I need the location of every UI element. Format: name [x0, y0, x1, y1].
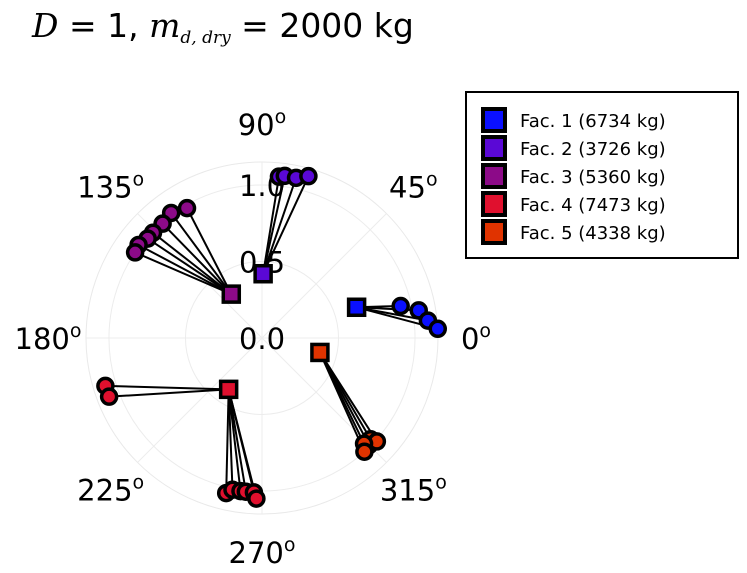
angle-tick-label-225: 225o	[77, 471, 144, 507]
series-3-line-3	[161, 222, 232, 295]
series-2-line-2	[262, 175, 286, 274]
series-3-line-1	[186, 207, 233, 295]
title-eq2: = 2000 kg	[230, 6, 414, 45]
series-3-line-5	[147, 237, 232, 295]
series-2-point-4	[299, 166, 318, 186]
legend-swatch-3	[481, 163, 507, 189]
angle-tick-label-90: 90o	[238, 106, 287, 142]
title-math-m: m	[149, 6, 181, 45]
legend-label-5: Fac. 5 (4338 kg)	[520, 223, 666, 244]
legend-swatch-1	[481, 107, 507, 133]
series-4-line-2	[109, 388, 229, 398]
angle-tick-label-270: 270o	[229, 534, 296, 570]
series-3-point-1	[177, 198, 197, 218]
legend-swatch-5	[481, 219, 507, 245]
series-4-facility	[218, 379, 239, 400]
series-3-facility	[221, 284, 242, 304]
series-5-line-5	[319, 352, 366, 453]
series-2-facility	[253, 263, 273, 284]
series-5-facility	[310, 342, 330, 363]
angle-tick-label-0: 0o	[461, 320, 491, 356]
legend-swatch-2	[481, 135, 507, 161]
series-4-line-3	[225, 389, 230, 494]
series-4-line-1	[105, 384, 229, 391]
angle-tick-label-45: 45o	[389, 169, 438, 205]
series-3-line-7	[134, 251, 232, 296]
legend-label-4: Fac. 4 (7473 kg)	[520, 195, 666, 216]
series-2-line-3	[262, 177, 297, 275]
series-1-facility	[346, 297, 367, 318]
series-3-point-7	[125, 243, 145, 262]
legend-box	[465, 91, 739, 259]
legend-label-3: Fac. 3 (5360 kg)	[520, 167, 666, 188]
grid-spoke-225	[137, 337, 263, 463]
r-tick-label-0: 0.0	[239, 322, 285, 356]
title-eq1: = 1,	[58, 6, 150, 45]
series-1-point-1	[391, 296, 410, 316]
series-4-line-4	[227, 389, 234, 490]
legend-label-1: Fac. 1 (6734 kg)	[520, 111, 666, 132]
angle-tick-label-180: 180o	[15, 320, 82, 356]
angle-tick-label-135: 135o	[77, 169, 144, 205]
series-4-point-8	[247, 489, 266, 508]
title-math-d: D	[32, 6, 59, 45]
series-5-point-5	[355, 442, 374, 461]
series-3-line-2	[170, 212, 233, 295]
angle-tick-label-315: 315o	[380, 471, 447, 507]
series-5-line-3	[319, 351, 378, 442]
legend-swatch-4	[481, 191, 507, 217]
series-4-line-6	[227, 389, 247, 492]
series-3-line-4	[152, 231, 232, 295]
series-2-line-4	[262, 175, 310, 275]
series-4-line-8	[227, 389, 258, 499]
grid-spoke-45	[261, 213, 387, 339]
title-subscript: d, dry	[180, 28, 231, 48]
series-3-line-6	[138, 244, 232, 296]
legend-label-2: Fac. 2 (3726 kg)	[520, 139, 666, 160]
series-4-point-2	[99, 387, 119, 406]
series-1-point-4	[428, 319, 448, 339]
chart-title: D = 1, md, dry = 2000 kg	[32, 6, 414, 48]
